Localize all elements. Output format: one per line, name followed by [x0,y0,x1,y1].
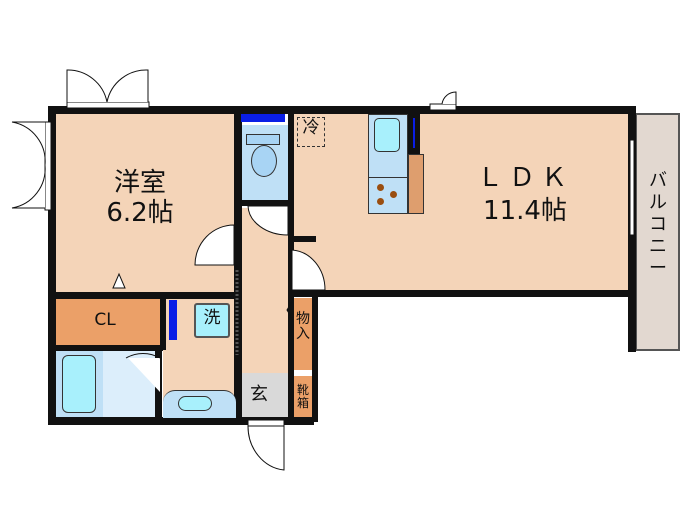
blue-panel [413,118,415,148]
ldk-name: ＬＤＫ [476,163,573,193]
laundry-label: 洗 [203,308,221,328]
washbasin-bowl-icon [178,396,212,411]
blue-panel [169,300,177,340]
kitchen-divider [368,177,408,178]
laundry-space [194,303,230,338]
toilet-tank [246,134,280,145]
wall [48,106,636,114]
wall [312,290,318,422]
fridge-label: 冷 [302,118,320,138]
stove-burner-icon [377,184,384,191]
wall [290,290,634,297]
storage-label: 物入 [296,311,310,342]
closet-label: CL [94,310,116,330]
shoe-box-label: 靴箱 [296,383,309,410]
storage-closet [294,298,312,370]
toilet-icon [251,145,277,177]
sink-icon [374,118,400,152]
balcony-label: バルコニー [649,170,667,279]
bathtub-icon [62,355,96,413]
stove-burner-icon [390,191,397,198]
kitchen-cabinet [408,154,424,214]
closet [55,298,160,346]
western-room-size: 6.2帖 [106,198,174,228]
wall [288,106,294,424]
wall [48,345,163,351]
shoe-box [294,376,312,418]
entrance-floor [240,373,290,418]
wall [290,236,316,242]
stove-burner-icon [377,198,384,205]
wall [48,292,238,299]
wall [234,106,242,424]
hallway [240,208,290,373]
blue-panel [241,114,285,122]
entrance-label: 玄 [250,384,268,405]
fridge-space [297,117,325,147]
wall [48,106,56,424]
ldk-room [292,113,628,293]
ldk-size: 11.4帖 [483,196,567,226]
western-room-name: 洋室 [113,168,166,198]
wall [48,417,314,425]
wall [160,292,166,350]
balcony [635,113,680,351]
wall [236,200,292,206]
